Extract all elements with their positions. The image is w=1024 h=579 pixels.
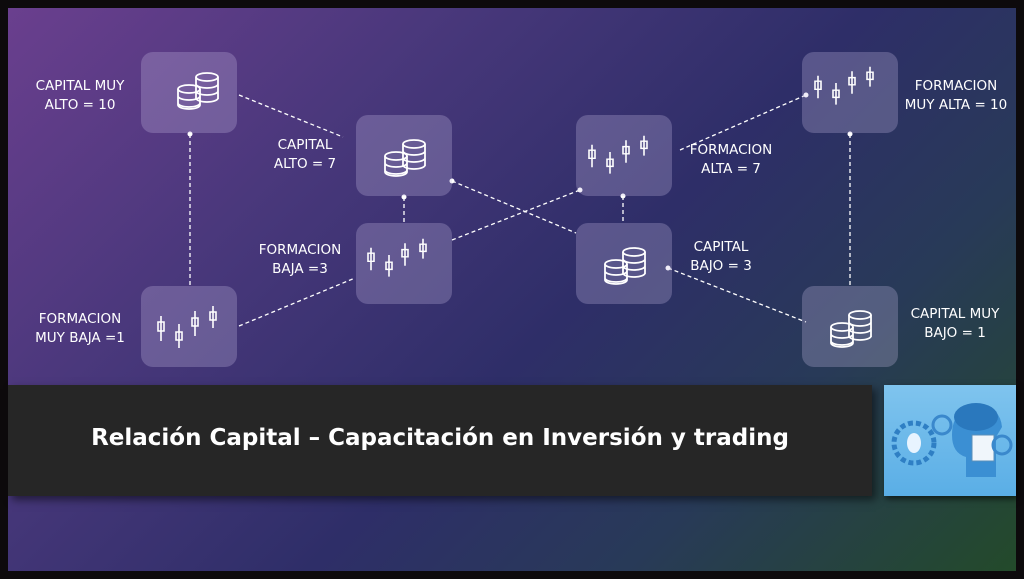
label-line: FORMACION <box>914 78 998 94</box>
label-line: ALTO = 7 <box>273 156 337 172</box>
coins-icon <box>384 139 426 177</box>
capital-muy-bajo-label: CAPITAL MUY BAJO = 1 <box>900 305 1010 343</box>
formacion-muy-alta-box <box>802 52 898 133</box>
label-line: CAPITAL MUY <box>35 78 125 94</box>
capital-muy-alto-box <box>141 52 237 133</box>
capital-muy-alto-label: CAPITAL MUY ALTO = 10 <box>30 77 130 115</box>
label-line: MUY ALTA = 10 <box>904 97 1008 113</box>
label-line: MUY BAJA =1 <box>35 330 125 346</box>
label-line: BAJO = 1 <box>924 325 986 341</box>
formacion-alta-label: FORMACION ALTA = 7 <box>676 141 786 179</box>
slide-title: Relación Capital – Capacitación en Inver… <box>91 425 789 451</box>
capital-bajo-label: CAPITAL BAJO = 3 <box>676 238 766 276</box>
candlestick-icon <box>814 66 874 106</box>
coins-icon <box>177 72 219 110</box>
label-line: FORMACION <box>38 311 122 327</box>
title-bar: Relación Capital – Capacitación en Inver… <box>8 385 872 496</box>
coins-icon <box>830 310 872 348</box>
formacion-muy-baja-box <box>141 286 237 367</box>
label-line: ALTO = 10 <box>44 97 116 113</box>
candlestick-icon <box>588 135 648 175</box>
formacion-baja-box <box>356 223 452 304</box>
label-line: BAJO = 3 <box>690 258 752 274</box>
education-illustration <box>884 385 1016 496</box>
label-line: CAPITAL MUY <box>910 306 1000 322</box>
formacion-muy-alta-label: FORMACION MUY ALTA = 10 <box>898 77 1014 115</box>
label-line: FORMACION <box>689 142 773 158</box>
formacion-muy-baja-label: FORMACION MUY BAJA =1 <box>30 310 130 348</box>
capital-alto-box <box>356 115 452 196</box>
label-line: CAPITAL <box>277 137 333 153</box>
coins-icon <box>604 247 646 285</box>
brain-gears-illustration-icon <box>891 403 1013 477</box>
formacion-alta-box <box>576 115 672 196</box>
candlestick-icon <box>367 238 427 278</box>
capital-alto-label: CAPITAL ALTO = 7 <box>260 136 350 174</box>
formacion-baja-label: FORMACION BAJA =3 <box>250 241 350 279</box>
label-line: BAJA =3 <box>272 261 328 277</box>
candlestick-icon <box>157 305 217 349</box>
label-line: FORMACION <box>258 242 342 258</box>
capital-muy-bajo-box <box>802 286 898 367</box>
capital-bajo-box <box>576 223 672 304</box>
label-line: CAPITAL <box>693 239 749 255</box>
label-line: ALTA = 7 <box>701 161 761 177</box>
